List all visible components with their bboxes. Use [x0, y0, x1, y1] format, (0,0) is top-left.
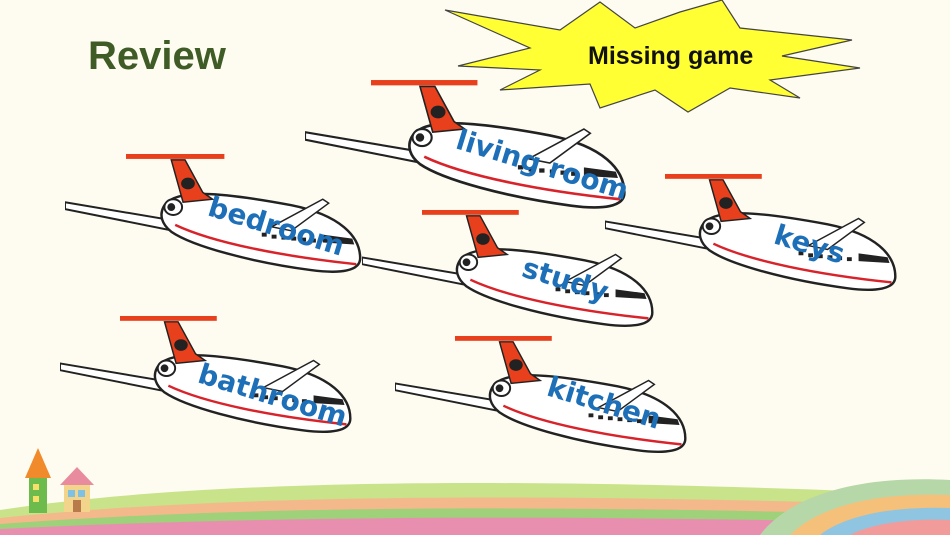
slide-title: Review [88, 34, 226, 78]
game-label[interactable]: Missing game [588, 42, 754, 70]
rainbow-hill-icon [0, 479, 950, 535]
airplane-icon [605, 172, 897, 291]
tower-icon [25, 448, 51, 513]
house-icon [60, 467, 94, 512]
star-burst-icon [444, 0, 861, 113]
